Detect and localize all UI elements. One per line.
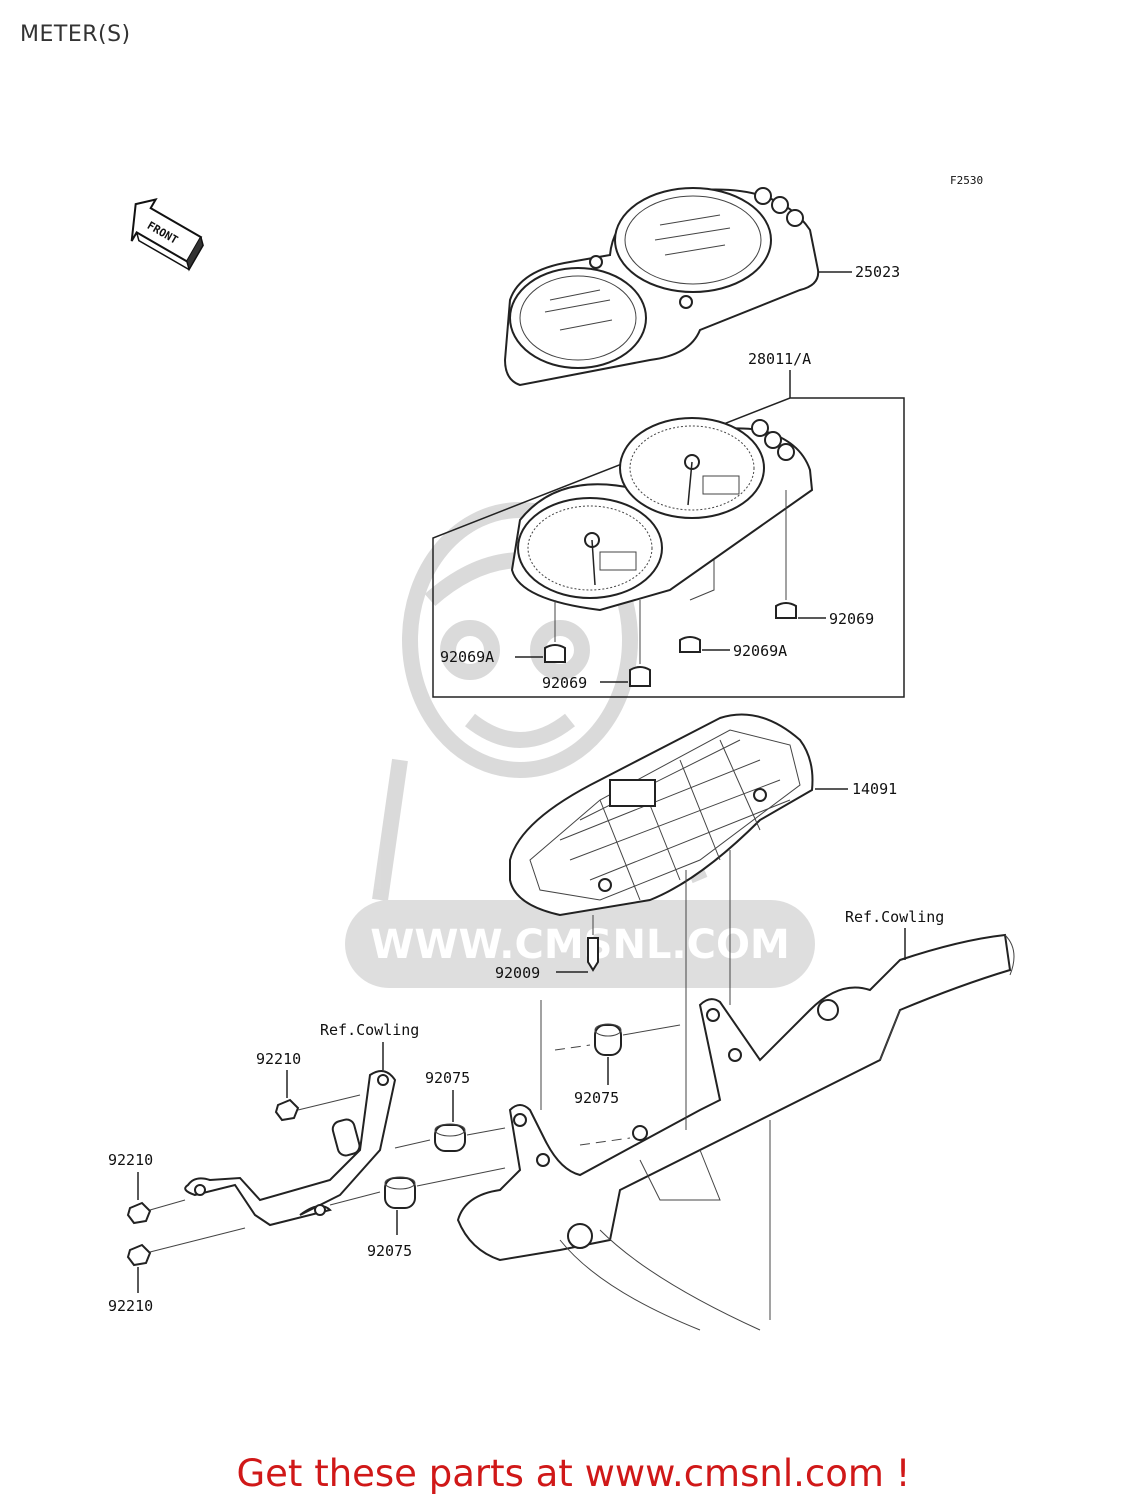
screw-92069-right [775,490,797,619]
label-14091: 14091 [852,780,897,798]
figure-code: F2530 [950,174,983,187]
grommet-92075-bottom [384,1176,416,1209]
nut-92210-top [274,1098,300,1122]
grommet-92075-top-left [434,1123,466,1152]
grommet-92075-top-right [594,1023,622,1056]
label-92210-mid: 92210 [108,1151,153,1169]
label-92210-top: 92210 [256,1050,301,1068]
label-92069-right: 92069 [829,610,874,628]
meter-assembly-box [432,370,905,698]
label-92075-top-left: 92075 [425,1069,470,1087]
screw-92009 [587,915,599,972]
nut-92210-mid [126,1201,152,1225]
label-92069a-right: 92069A [733,642,787,660]
screw-92069-left [629,600,651,687]
page-title: METER(S) [20,22,131,47]
parts-diagram: WWW.CMSNL.COM F2530 FRONT 25023 [108,174,1015,1331]
screw-92069a-left [544,600,566,663]
meter-cover-25023 [503,187,820,387]
label-92069a-left: 92069A [440,648,494,666]
label-92075-top-right: 92075 [574,1089,619,1107]
label-28011a: 28011/A [748,350,811,368]
meter-case-14091 [509,713,814,917]
watermark-text: WWW.CMSNL.COM [370,922,790,968]
footer-link-text[interactable]: Get these parts at www.cmsnl.com ! [236,1452,911,1495]
mounting-bracket [456,933,1015,1331]
label-92075-bottom: 92075 [367,1242,412,1260]
label-25023: 25023 [855,263,900,281]
label-ref-cowling-left: Ref.Cowling [320,1021,419,1039]
cowling-bracket-left [184,1070,397,1227]
label-92009: 92009 [495,964,540,982]
nut-92210-bottom [126,1243,152,1267]
screw-92069a-right [679,560,715,653]
front-arrow-icon: FRONT [130,197,204,272]
label-92069-left: 92069 [542,674,587,692]
label-92210-bottom: 92210 [108,1297,153,1315]
label-ref-cowling-right: Ref.Cowling [845,908,944,926]
